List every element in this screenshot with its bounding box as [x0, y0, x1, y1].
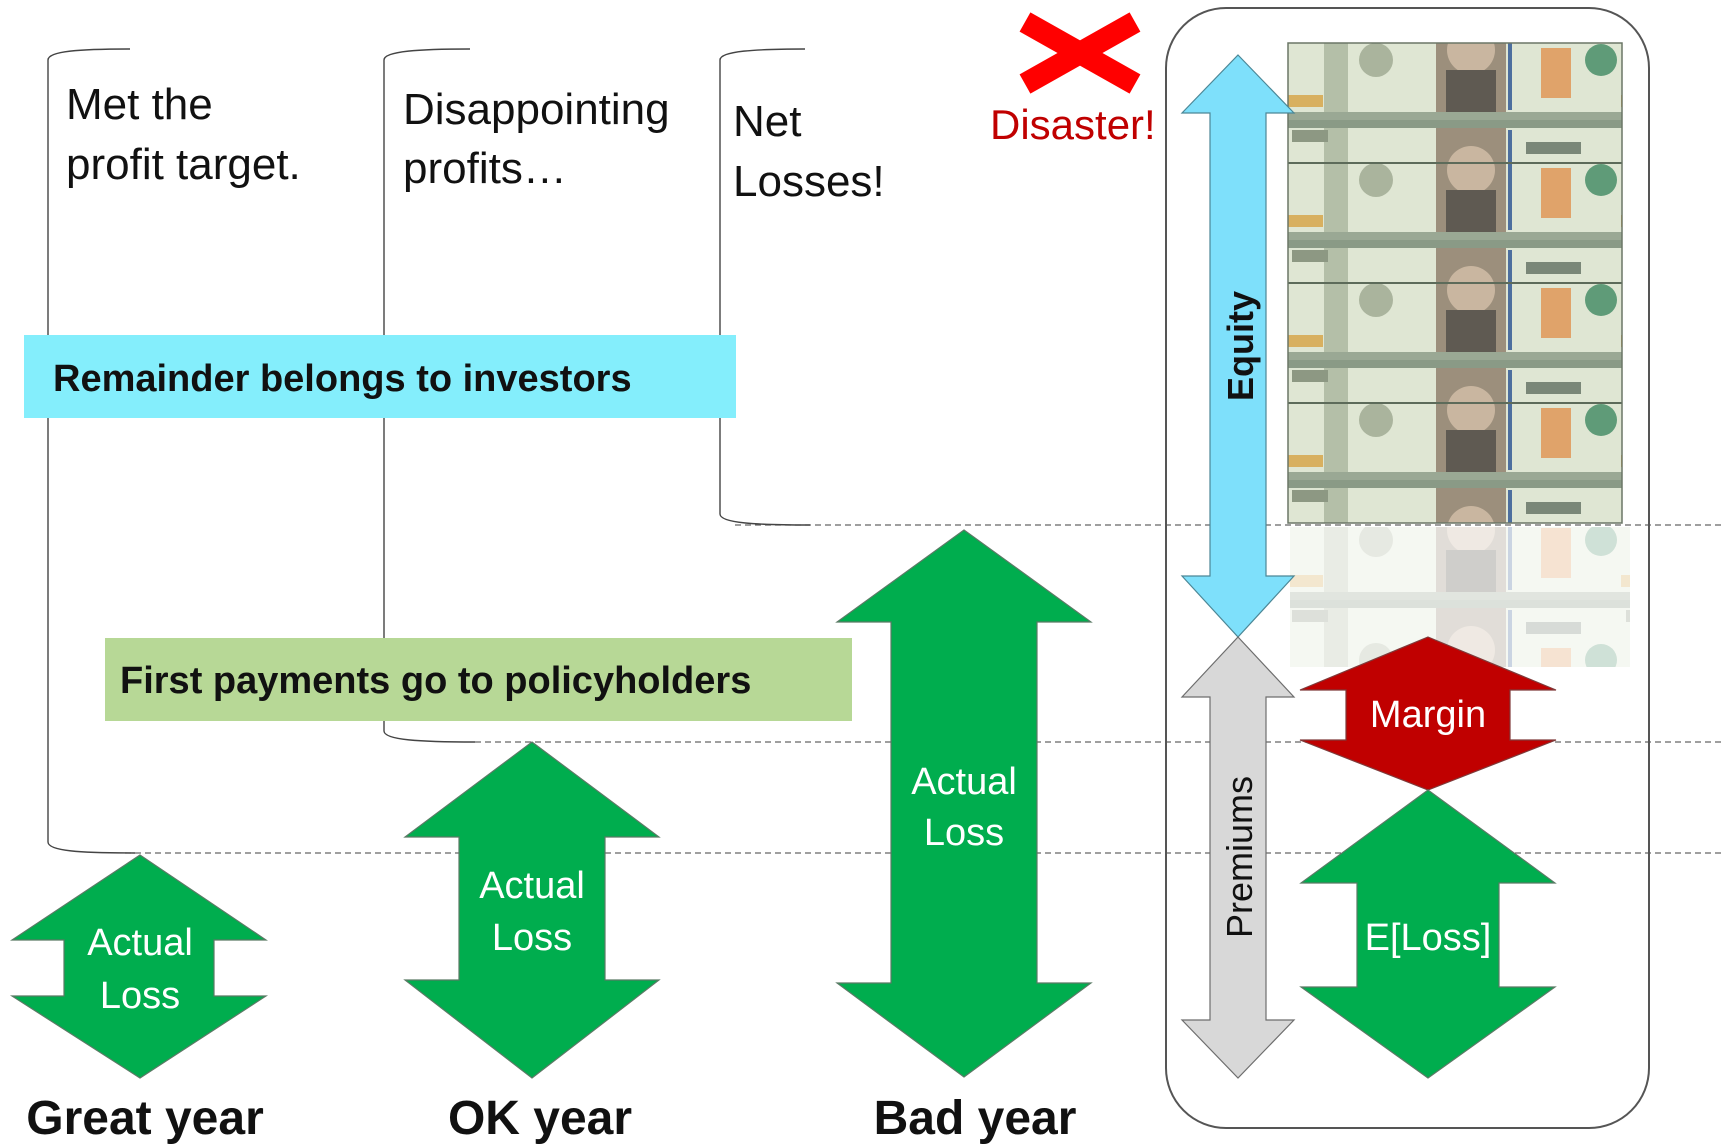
- great-year-note-line1: Met the: [66, 80, 213, 129]
- bad-year-loss-arrow: [835, 529, 1093, 1078]
- ok-year-loss-arrow: [403, 741, 661, 1079]
- great-year-note-line2: profit target.: [66, 140, 301, 189]
- ok-year-note-line2: profits…: [403, 144, 567, 193]
- premiums-label: Premiums: [1219, 776, 1260, 938]
- premiums-arrow: [1180, 636, 1296, 1079]
- x-mark-icon: [1019, 12, 1141, 94]
- bad-year-note-line1: Net: [733, 97, 801, 146]
- capital-panel: [1165, 7, 1650, 1129]
- policyholders-band: [105, 638, 852, 721]
- great-year-loss-label-line2: Loss: [100, 975, 180, 1017]
- expected-loss-label: E[Loss]: [1365, 917, 1492, 959]
- bracket-bad-year: [719, 48, 811, 526]
- equity-label: Equity: [1220, 291, 1261, 401]
- policyholders-band-label: First payments go to policyholders: [120, 660, 751, 702]
- ok-year-loss-label-line2: Loss: [492, 917, 572, 959]
- ok-year-note-line1: Disappointing: [403, 85, 670, 134]
- bracket-great-year: [47, 48, 136, 854]
- bad-year-label: Bad year: [874, 1092, 1077, 1144]
- investors-band: [24, 335, 736, 418]
- bracket-ok-year: [383, 48, 476, 743]
- great-year-loss-arrow: [9, 854, 269, 1079]
- investors-band-label: Remainder belongs to investors: [53, 358, 632, 400]
- great-year-loss-label-line1: Actual: [87, 922, 193, 964]
- bad-year-loss-label-line2: Loss: [924, 812, 1004, 854]
- bad-year-loss-label-line1: Actual: [911, 761, 1017, 803]
- hundred-dollar-bill-icon: [1287, 42, 1630, 667]
- great-year-label: Great year: [26, 1092, 264, 1144]
- margin-label: Margin: [1370, 694, 1486, 736]
- expected-loss-arrow: [1299, 789, 1557, 1079]
- ok-year-loss-label-line1: Actual: [479, 865, 585, 907]
- ok-year-label: OK year: [448, 1092, 632, 1144]
- disaster-label: Disaster!: [990, 101, 1156, 148]
- bad-year-note-line2: Losses!: [733, 157, 885, 206]
